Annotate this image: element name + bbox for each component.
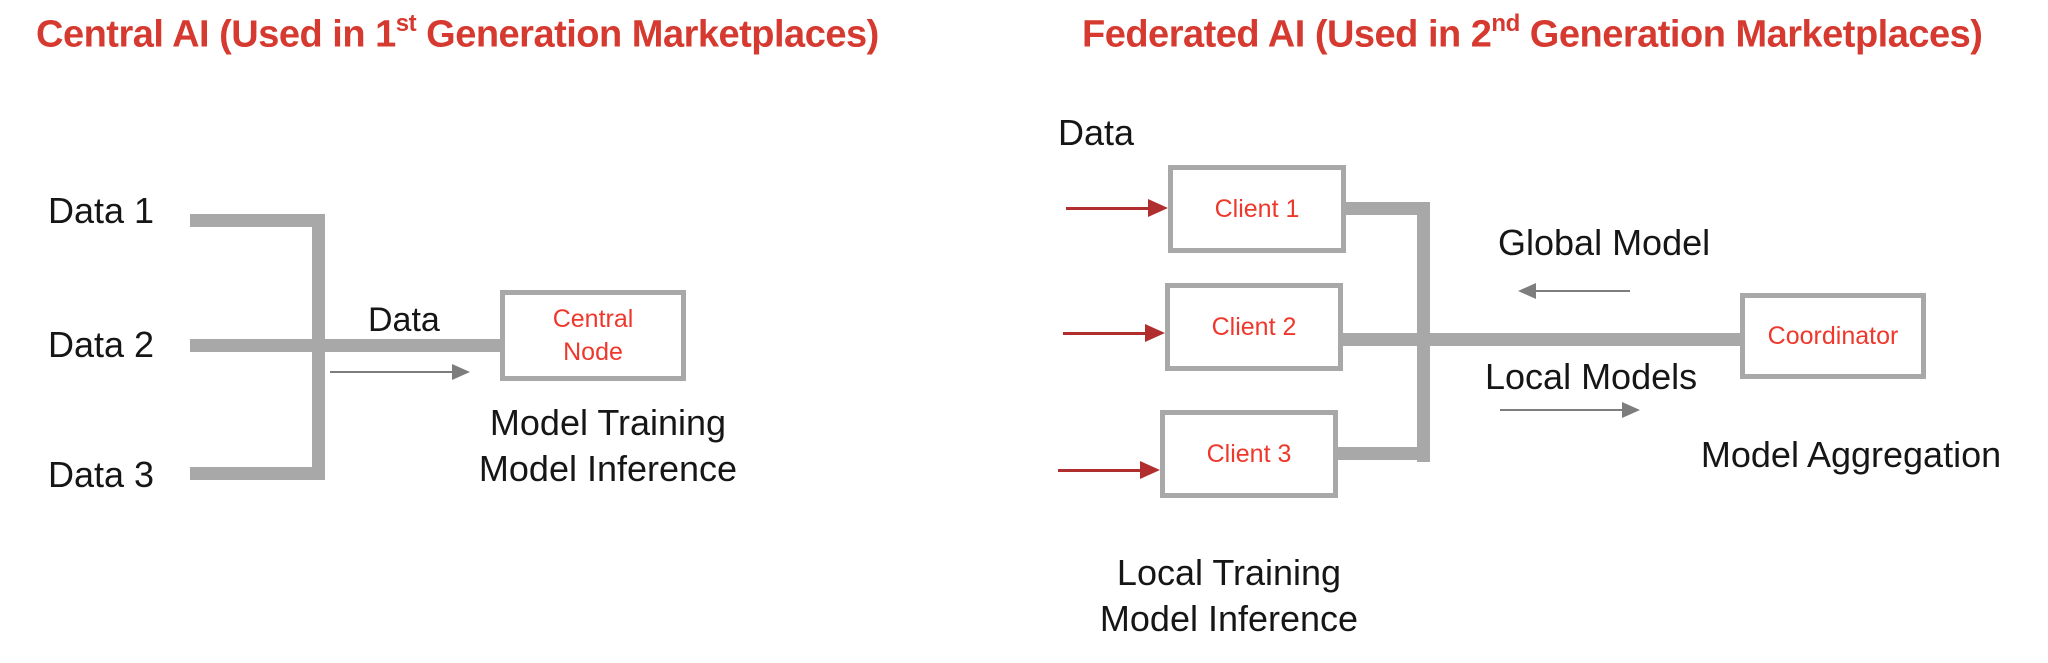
local-models-label: Local Models bbox=[1485, 356, 1698, 397]
merge-vertical-line bbox=[312, 214, 325, 480]
clients-caption-line2: Model Inference bbox=[1099, 598, 1359, 639]
client-1-connector-line bbox=[1343, 202, 1430, 215]
arrow-head-right bbox=[1148, 199, 1168, 217]
federated-ai-title-text: Federated AI (Used in 2 bbox=[1082, 13, 1492, 56]
coordinator-box: Coordinator bbox=[1740, 293, 1926, 379]
arrow-shaft bbox=[1063, 331, 1145, 335]
client-1-label: Client 1 bbox=[1214, 194, 1300, 223]
data-flow-label: Data bbox=[368, 301, 440, 339]
clients-caption-line1: Local Training bbox=[1116, 552, 1342, 593]
central-node-box: Central Node bbox=[500, 290, 686, 381]
data-2-connector-line bbox=[190, 339, 500, 352]
arrow-head-right bbox=[452, 364, 470, 380]
arrow-head-right bbox=[1622, 402, 1640, 418]
client-2-box: Client 2 bbox=[1165, 283, 1343, 371]
central-ai-title-suffix: Generation Marketplaces) bbox=[416, 13, 879, 56]
central-caption: Model Training Model Inference bbox=[458, 400, 758, 492]
coordinator-label: Coordinator bbox=[1767, 321, 1899, 350]
arrow-shaft bbox=[330, 371, 452, 373]
data-1-label: Data 1 bbox=[48, 190, 155, 231]
arrow-head-left bbox=[1518, 283, 1536, 299]
data-3-label: Data 3 bbox=[48, 454, 155, 495]
client-1-data-arrow-icon bbox=[1066, 198, 1168, 218]
arrow-shaft bbox=[1058, 468, 1140, 472]
central-node-label-line1: Central bbox=[552, 304, 634, 333]
client-3-box: Client 3 bbox=[1160, 410, 1338, 498]
data-1-connector-line bbox=[190, 214, 325, 227]
arrow-shaft bbox=[1536, 290, 1630, 292]
client-2-data-arrow-icon bbox=[1063, 323, 1165, 343]
arrow-head-right bbox=[1145, 324, 1165, 342]
data-2-label: Data 2 bbox=[48, 324, 155, 365]
federated-ai-title: Federated AI (Used in 2nd Generation Mar… bbox=[1082, 10, 1983, 57]
central-caption-line1: Model Training bbox=[489, 402, 727, 443]
arrow-shaft bbox=[1066, 206, 1148, 210]
central-caption-line2: Model Inference bbox=[478, 448, 738, 489]
aggregation-caption: Model Aggregation bbox=[1690, 432, 2012, 478]
arrow-shaft bbox=[1500, 409, 1622, 411]
global-model-label: Global Model bbox=[1498, 222, 1711, 263]
aggregation-caption-line: Model Aggregation bbox=[1700, 434, 2002, 475]
arrow-head-right bbox=[1140, 461, 1160, 479]
client-2-label: Client 2 bbox=[1211, 312, 1297, 341]
clients-merge-vertical-line bbox=[1417, 202, 1430, 462]
global-model-arrow-icon bbox=[1518, 282, 1630, 300]
central-node-label-line2: Node bbox=[563, 337, 623, 366]
client-1-box: Client 1 bbox=[1168, 165, 1346, 253]
client-3-connector-line bbox=[1335, 447, 1430, 460]
central-ai-title: Central AI (Used in 1st Generation Marke… bbox=[36, 10, 879, 57]
clients-caption: Local Training Model Inference bbox=[1079, 550, 1379, 642]
data-3-connector-line bbox=[190, 467, 325, 480]
central-ai-title-superscript: st bbox=[395, 10, 417, 37]
central-ai-title-text: Central AI (Used in 1 bbox=[36, 13, 396, 56]
federated-ai-title-suffix: Generation Marketplaces) bbox=[1519, 13, 1983, 56]
local-models-arrow-icon bbox=[1500, 401, 1640, 419]
client-3-label: Client 3 bbox=[1206, 439, 1292, 468]
federated-data-label: Data bbox=[1058, 112, 1135, 153]
data-flow-arrow-icon bbox=[330, 363, 470, 381]
client-3-data-arrow-icon bbox=[1058, 460, 1160, 480]
federated-ai-title-superscript: nd bbox=[1491, 10, 1520, 37]
coordinator-main-line bbox=[1340, 333, 1740, 346]
